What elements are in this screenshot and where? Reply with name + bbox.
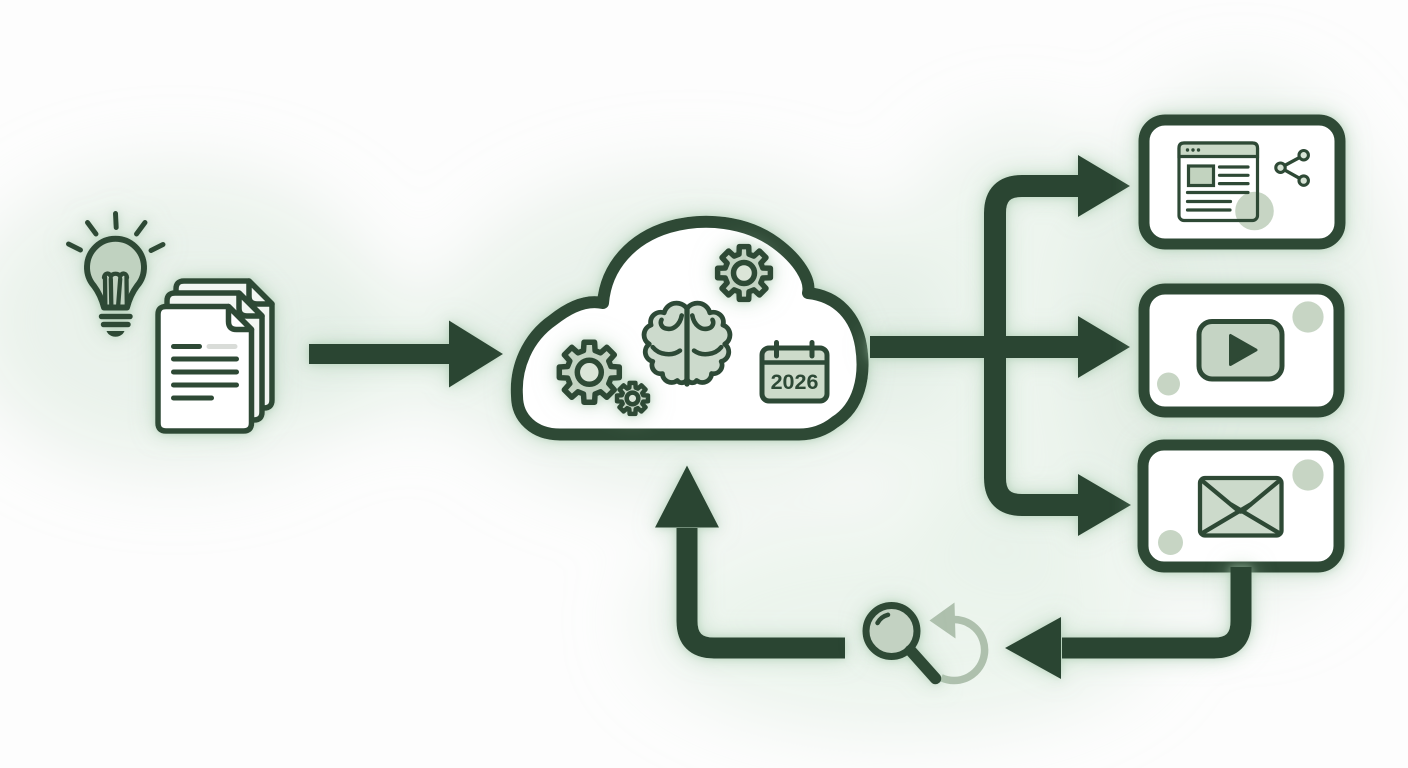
svg-text:2026: 2026: [771, 370, 819, 394]
